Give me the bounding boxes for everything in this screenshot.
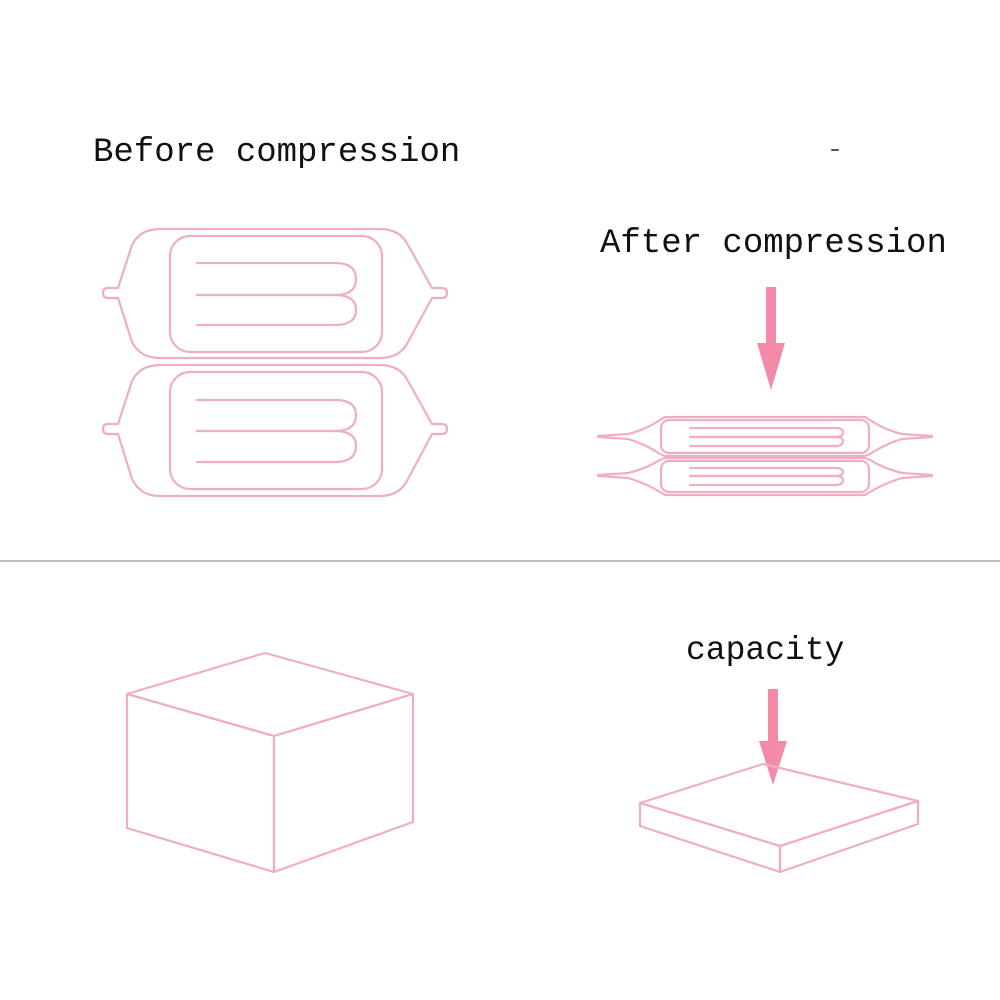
- bag-after-top: [596, 415, 934, 458]
- slab-compressed: [638, 762, 920, 874]
- after-compression-label: After compression: [600, 225, 947, 263]
- capacity-arrow: [759, 689, 787, 785]
- bag-after-bottom: [596, 456, 934, 497]
- section-divider: [0, 560, 1000, 562]
- before-compression-label: Before compression: [93, 134, 461, 172]
- compression-arrow-top: [757, 287, 785, 390]
- bag-before-top: [101, 227, 449, 360]
- cube-large: [125, 651, 415, 874]
- capacity-label: capacity: [686, 632, 845, 669]
- bag-before-bottom: [101, 363, 449, 498]
